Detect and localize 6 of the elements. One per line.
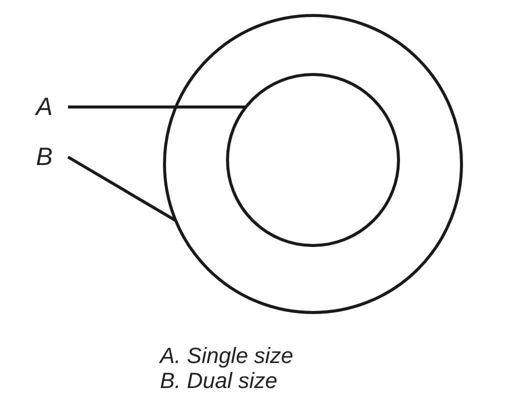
legend-text: B. Dual size bbox=[160, 369, 278, 393]
callout-letter: A bbox=[36, 93, 60, 121]
callout-letter: B bbox=[36, 143, 60, 171]
leader-line bbox=[68, 106, 246, 108]
leader-line bbox=[67, 156, 176, 222]
legend-text: A. Single size bbox=[160, 344, 294, 368]
